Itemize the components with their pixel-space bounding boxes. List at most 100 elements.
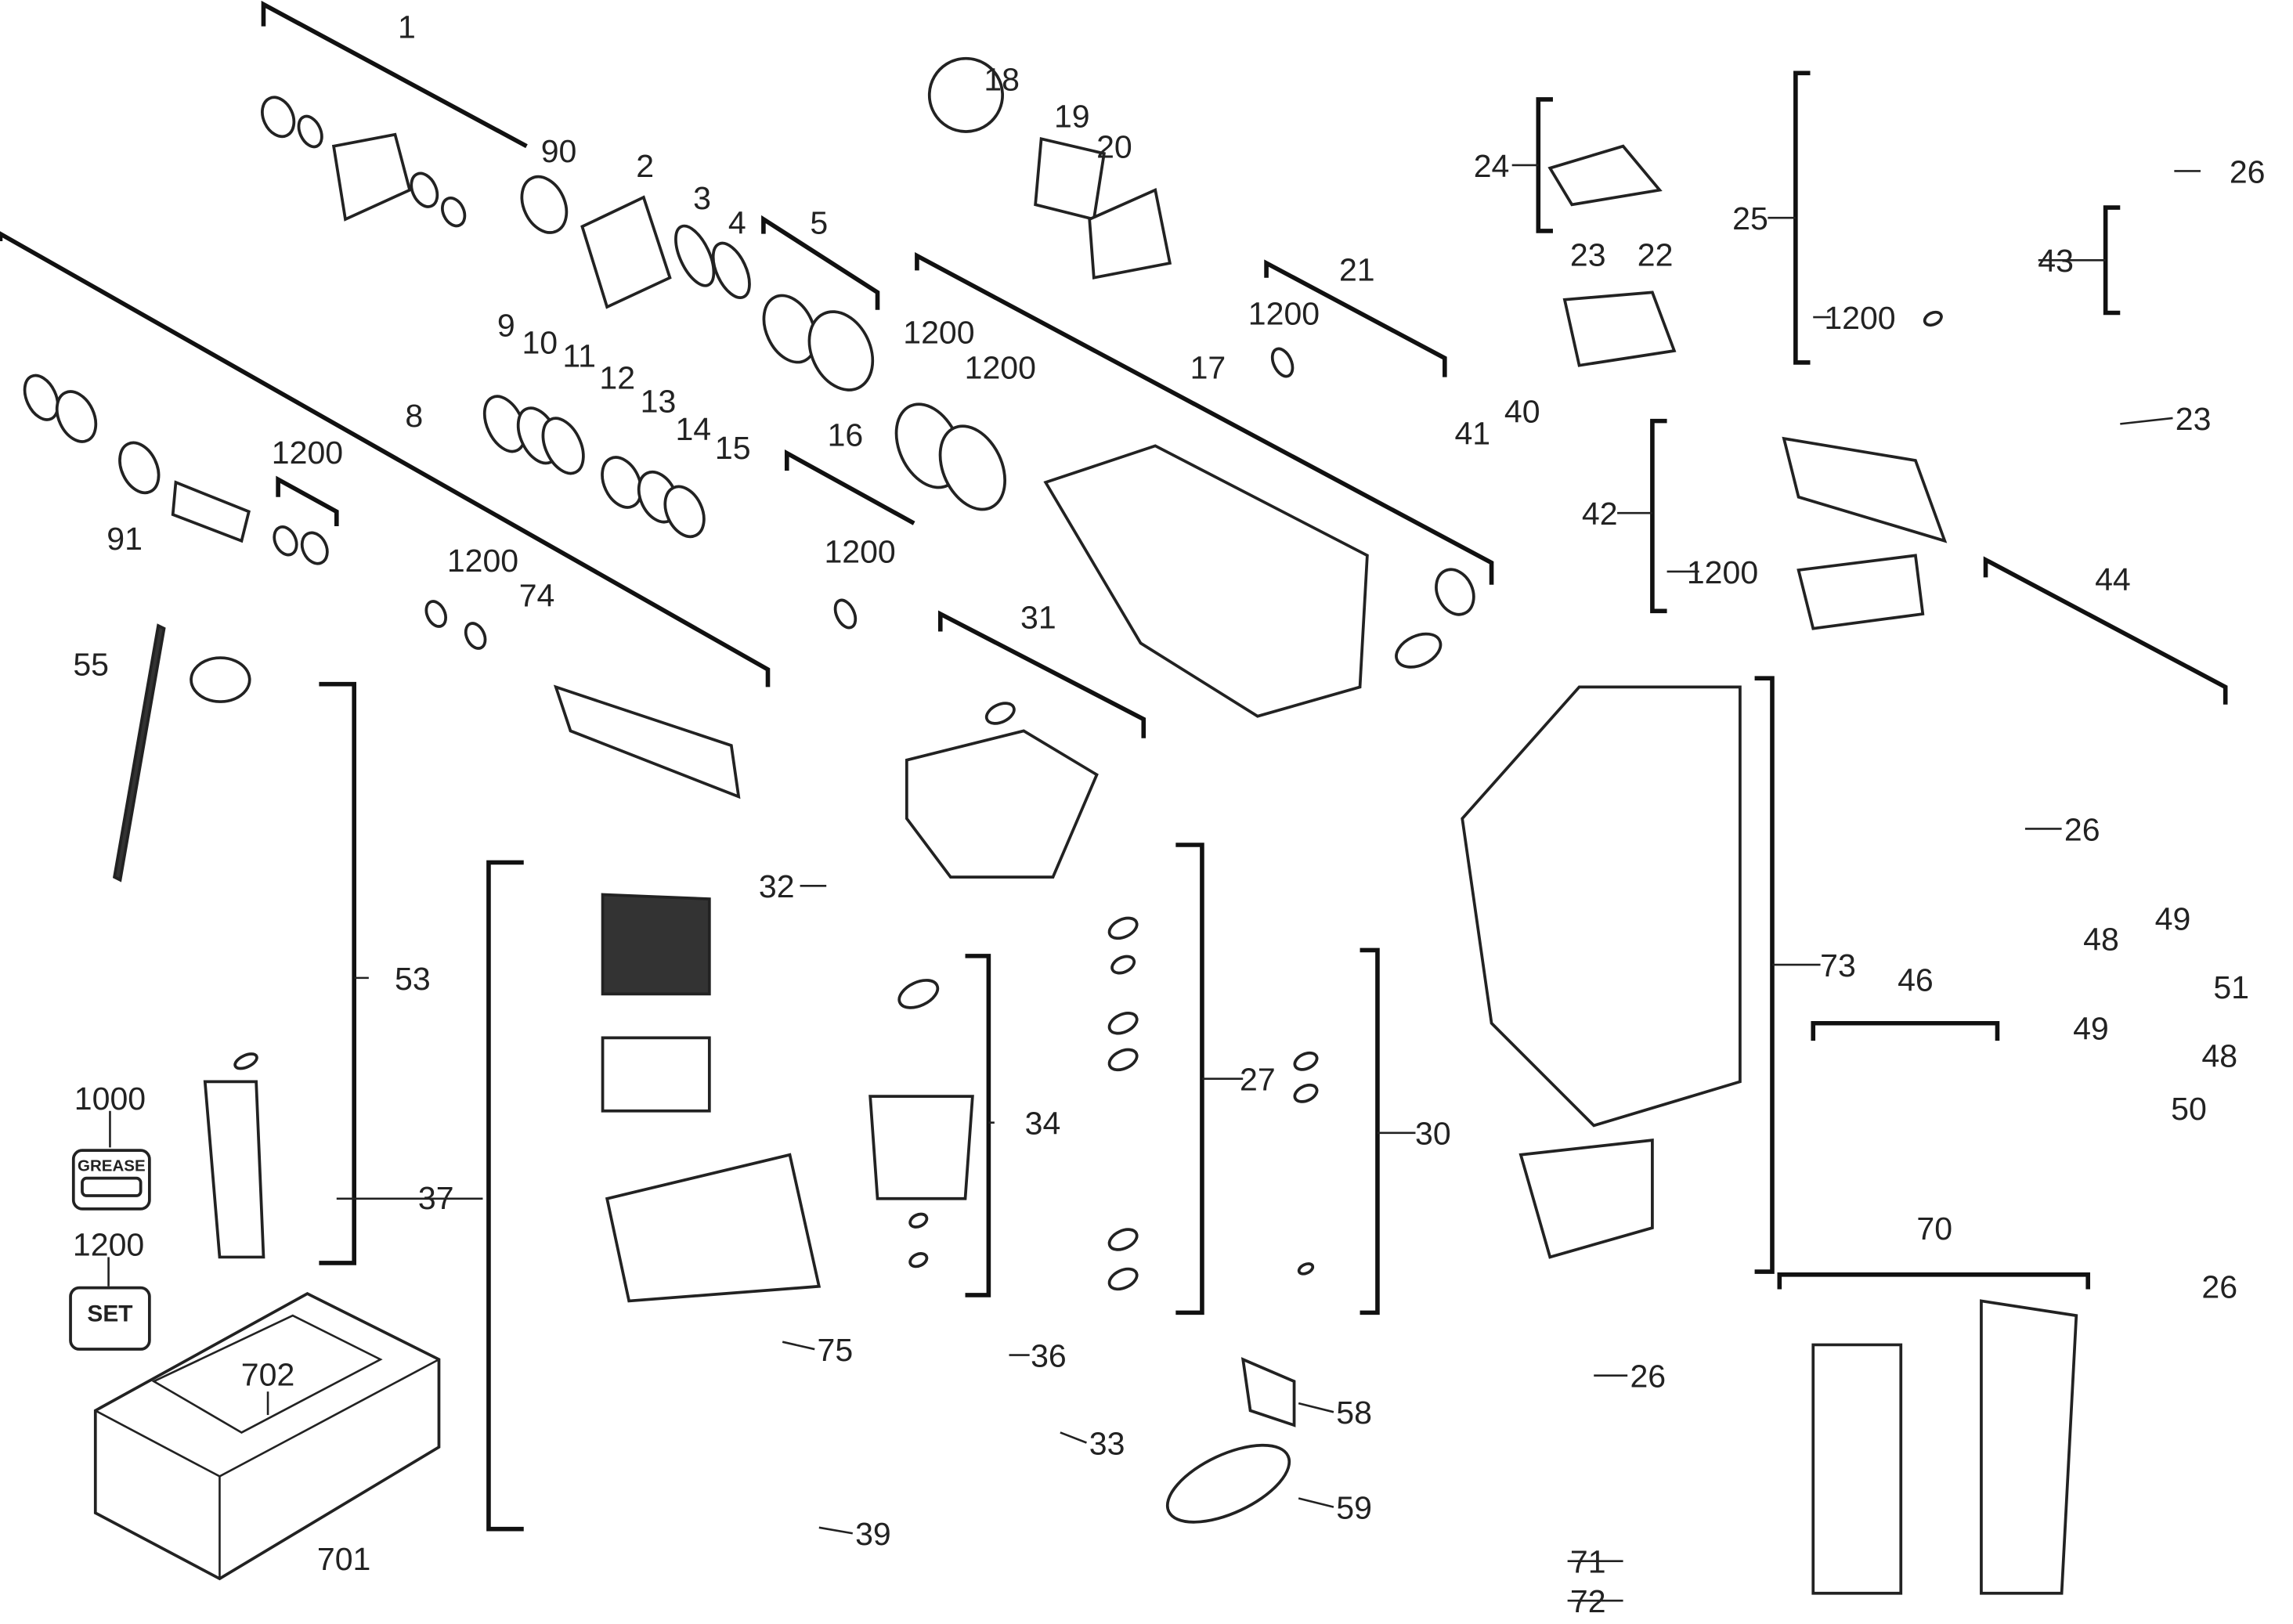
leader-line — [818, 1526, 853, 1535]
part-label: 702 — [241, 1357, 295, 1393]
ring-part — [1107, 1048, 1139, 1072]
leader-lines — [336, 164, 2201, 1602]
part-label: 1200 — [1824, 300, 1895, 336]
ring-part — [300, 531, 329, 565]
part-label: 12 — [599, 360, 635, 396]
part-label: 10 — [522, 325, 558, 361]
part-label: 42 — [1582, 496, 1618, 532]
part-label: 70 — [1916, 1211, 1952, 1247]
part-label: 25 — [1732, 200, 1768, 236]
battery-receptacle — [1518, 1139, 1654, 1259]
ring-part — [1293, 1083, 1319, 1103]
ring-part — [273, 525, 298, 557]
gasket-part — [1796, 554, 1925, 630]
ring-part — [711, 241, 751, 299]
ring-part — [984, 702, 1016, 725]
part-label: 15 — [715, 430, 751, 466]
handle-clamp — [190, 656, 251, 703]
part-label: 51 — [2213, 969, 2249, 1005]
ring-part — [601, 456, 643, 509]
part-label: 72 — [1570, 1583, 1606, 1619]
ring-part — [464, 622, 487, 650]
brush-holder — [601, 1036, 711, 1113]
part-label: 44 — [2095, 561, 2131, 597]
ring-part — [424, 600, 447, 628]
ring-part — [762, 294, 818, 364]
leader-line — [1060, 1431, 1087, 1444]
part-label: 39 — [855, 1516, 891, 1552]
ring-part — [55, 390, 98, 443]
part-label: 1 — [398, 9, 416, 45]
ring-part — [1293, 1051, 1319, 1071]
part-label: 1200 — [965, 349, 1036, 385]
switch-cover — [1547, 144, 1663, 207]
ring-part — [23, 374, 60, 421]
part-label: 90 — [541, 133, 577, 169]
parts — [23, 56, 2078, 1595]
part-label: 33 — [1089, 1425, 1125, 1461]
part-label: 18 — [984, 62, 1020, 98]
ring-part — [441, 197, 467, 228]
ring-part — [1107, 916, 1139, 940]
part-label: 16 — [828, 417, 864, 453]
part-label: 14 — [675, 411, 711, 447]
ring-part — [520, 175, 569, 234]
part-label: 26 — [2230, 153, 2266, 189]
part-label: 26 — [2201, 1269, 2237, 1305]
part-label: 11 — [562, 338, 596, 374]
leader-line — [1298, 1402, 1334, 1413]
ring-part — [908, 1212, 929, 1229]
ring-part — [1110, 955, 1136, 975]
ring-part — [1165, 1443, 1291, 1524]
part-label: 5 — [810, 205, 828, 241]
part-label: 22 — [1638, 237, 1674, 273]
part-label: 2 — [636, 148, 654, 184]
part-label: 701 — [317, 1541, 371, 1577]
ring-part — [1270, 347, 1295, 378]
ring-part — [674, 224, 716, 287]
part-label: 17 — [1190, 349, 1226, 385]
chuck-sleeve — [331, 132, 412, 222]
part-label: 55 — [73, 646, 109, 682]
bearing-part — [927, 56, 1004, 133]
carry-case — [93, 1291, 441, 1581]
gear-cover — [1782, 436, 1948, 543]
part-label: 32 — [759, 868, 795, 904]
cover-plate — [905, 729, 1099, 879]
ring-part — [1297, 1262, 1315, 1276]
part-label: 43 — [2038, 243, 2074, 279]
part-label: 58 — [1336, 1395, 1372, 1431]
part-label: 74 — [519, 578, 555, 614]
part-label: 26 — [1630, 1359, 1666, 1395]
depth-rod — [112, 623, 166, 882]
ring-part — [833, 598, 858, 630]
part-label: 30 — [1415, 1116, 1451, 1152]
part-label: 1200 — [903, 315, 974, 351]
part-label: 24 — [1474, 148, 1510, 184]
side-handle — [203, 1080, 265, 1259]
set-icon-text: SET — [87, 1301, 132, 1327]
ring-part — [1395, 632, 1443, 669]
ring-part — [938, 424, 1007, 511]
ring-part — [118, 441, 161, 495]
part-label: 21 — [1339, 251, 1375, 287]
part-label: 3 — [693, 180, 711, 216]
part-label: 48 — [2083, 921, 2119, 957]
handle-half-right — [1980, 1299, 2078, 1595]
part-label: 53 — [395, 961, 431, 997]
part-label: 4 — [728, 205, 746, 241]
part-label: 26 — [2064, 811, 2100, 847]
ring-part — [1435, 568, 1475, 616]
part-label: 1200 — [1687, 554, 1758, 590]
set-icon: SET — [69, 1257, 151, 1351]
ring-part — [1923, 310, 1943, 327]
part-label: 19 — [1054, 98, 1090, 134]
part-label: 48 — [2201, 1038, 2237, 1074]
ring-part — [1107, 1228, 1139, 1251]
clutch-part — [1034, 137, 1106, 222]
leader-line — [1298, 1497, 1334, 1508]
leader-line — [2120, 417, 2173, 425]
